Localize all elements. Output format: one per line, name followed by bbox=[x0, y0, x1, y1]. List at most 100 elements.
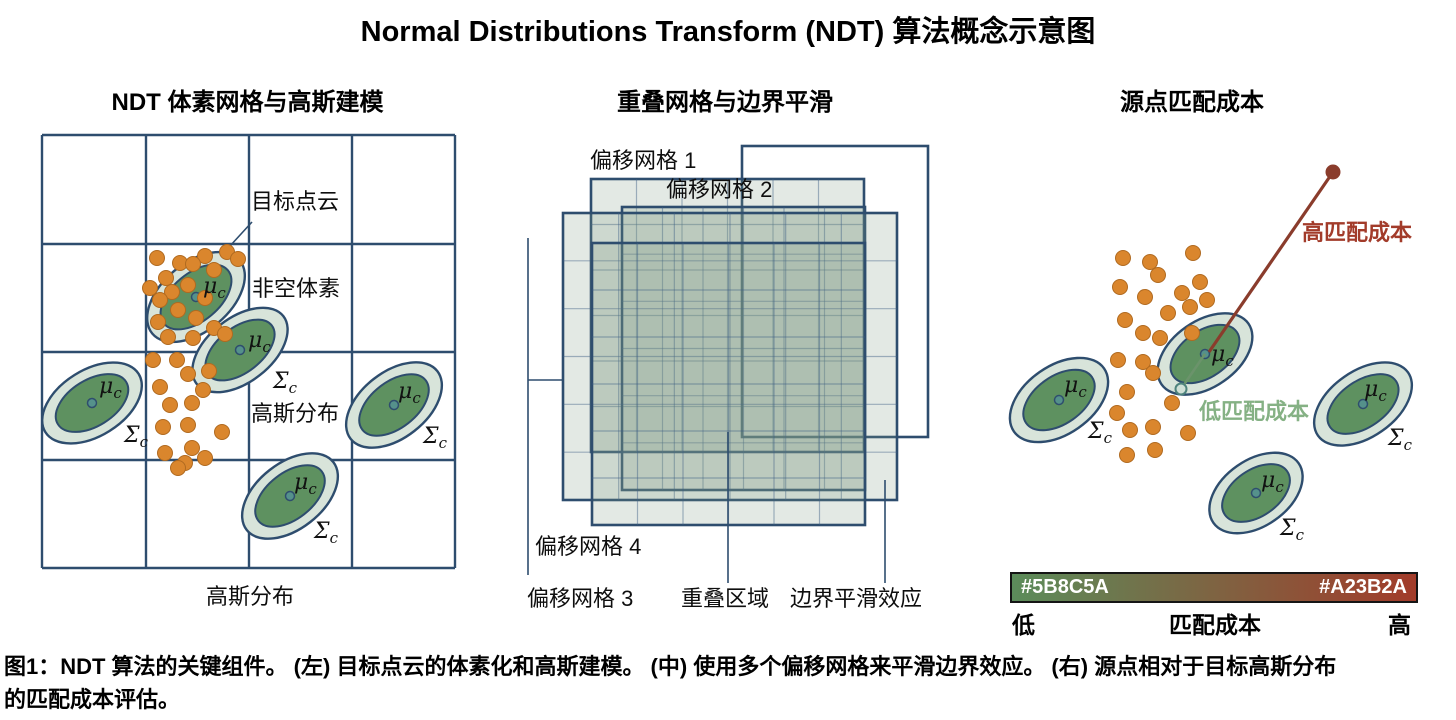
gaussian-ellipse bbox=[240, 452, 340, 540]
offset-grid-extra bbox=[620, 205, 867, 492]
gradient-hex-high: #A23B2A bbox=[1319, 576, 1407, 598]
target-point bbox=[1180, 425, 1196, 441]
offset-grid-3 bbox=[561, 211, 899, 502]
target-point bbox=[160, 329, 176, 345]
target-point bbox=[230, 251, 246, 267]
target-point bbox=[1160, 305, 1176, 321]
gaussian-ellipse bbox=[344, 361, 444, 449]
right-panel-title: 源点匹配成本 bbox=[1120, 89, 1264, 116]
target-point bbox=[169, 352, 185, 368]
target-point bbox=[214, 424, 230, 440]
mean-dot bbox=[284, 490, 296, 502]
gaussian-ellipse bbox=[1312, 361, 1414, 447]
target-point bbox=[180, 417, 196, 433]
target-point bbox=[1192, 274, 1208, 290]
mu-label: μc bbox=[203, 274, 226, 302]
source-point-high bbox=[1325, 164, 1341, 180]
target-point bbox=[1164, 395, 1180, 411]
target-point bbox=[206, 262, 222, 278]
mean-dot bbox=[1357, 398, 1369, 410]
nonempty-voxel-label: 非空体素 bbox=[252, 276, 341, 301]
mu-label: μc bbox=[1261, 468, 1284, 496]
low-cost-label: 低匹配成本 bbox=[1199, 399, 1310, 424]
target-point bbox=[170, 460, 186, 476]
target-point bbox=[180, 277, 196, 293]
mean-dot bbox=[1053, 394, 1065, 406]
gaussian-ellipse bbox=[1008, 356, 1110, 444]
target-cloud-callout bbox=[229, 221, 253, 247]
target-point bbox=[1112, 279, 1128, 295]
gaussian-dist-bottom-label: 高斯分布 bbox=[205, 584, 294, 609]
sigma-label: Σc bbox=[1388, 426, 1412, 454]
target-point bbox=[1142, 254, 1158, 270]
offset-grid-2-label: 偏移网格 2 bbox=[666, 177, 773, 202]
target-point bbox=[157, 445, 173, 461]
mu-label: μc bbox=[248, 328, 271, 356]
target-point bbox=[1145, 419, 1161, 435]
left-panel-title: NDT 体素网格与高斯建模 bbox=[111, 89, 384, 116]
target-point bbox=[1137, 289, 1153, 305]
target-point bbox=[1152, 330, 1168, 346]
sigma-label: Σc bbox=[124, 423, 148, 451]
target-point bbox=[158, 270, 174, 286]
target-point bbox=[1110, 352, 1126, 368]
target-point bbox=[195, 382, 211, 398]
figure-caption-line1: 图1：NDT 算法的关键组件。 (左) 目标点云的体素化和高斯建模。 (中) 使… bbox=[4, 654, 1337, 679]
target-cloud-label: 目标点云 bbox=[251, 189, 340, 214]
target-point bbox=[1109, 405, 1125, 421]
gaussian-ellipse bbox=[1208, 451, 1304, 535]
target-point bbox=[197, 450, 213, 466]
offset-grid-4-label: 偏移网格 4 bbox=[535, 534, 642, 559]
target-point bbox=[164, 284, 180, 300]
offset-grid-1 bbox=[740, 144, 930, 439]
target-point bbox=[1135, 325, 1151, 341]
match-line-low bbox=[1179, 353, 1207, 390]
target-point bbox=[217, 326, 233, 342]
sigma-label: Σc bbox=[1280, 516, 1304, 544]
offset-grid-2 bbox=[589, 177, 866, 454]
target-point bbox=[145, 352, 161, 368]
mu-label: μc bbox=[1211, 342, 1234, 370]
target-point bbox=[155, 419, 171, 435]
target-point bbox=[142, 280, 158, 296]
target-point bbox=[1119, 384, 1135, 400]
sigma-label: Σc bbox=[1088, 419, 1112, 447]
target-point bbox=[150, 314, 166, 330]
target-point bbox=[152, 292, 168, 308]
target-point bbox=[1182, 299, 1198, 315]
target-point bbox=[170, 302, 186, 318]
target-point bbox=[1184, 325, 1200, 341]
offset-grid-3-label: 偏移网格 3 bbox=[527, 586, 634, 611]
target-point bbox=[162, 397, 178, 413]
cost-gradient-bar: #5B8C5A #A23B2A bbox=[1010, 572, 1418, 603]
target-point bbox=[1117, 312, 1133, 328]
target-point bbox=[197, 290, 213, 306]
target-point bbox=[180, 366, 196, 382]
mean-dot bbox=[86, 397, 98, 409]
target-point bbox=[1119, 447, 1135, 463]
gaussian-dist-label: 高斯分布 bbox=[251, 401, 340, 426]
target-point bbox=[1122, 422, 1138, 438]
target-point bbox=[185, 330, 201, 346]
match-line-high bbox=[1207, 171, 1335, 353]
cost-axis-title: 匹配成本 bbox=[1169, 612, 1261, 638]
main-title: Normal Distributions Transform (NDT) 算法概… bbox=[360, 16, 1096, 48]
target-point bbox=[184, 440, 200, 456]
target-point bbox=[1135, 354, 1151, 370]
mu-label: μc bbox=[398, 379, 421, 407]
target-point bbox=[1185, 245, 1201, 261]
overlap-region-label: 重叠区域 bbox=[681, 586, 770, 611]
gradient-hex-low: #5B8C5A bbox=[1021, 576, 1109, 598]
target-point bbox=[201, 363, 217, 379]
target-point bbox=[185, 256, 201, 272]
target-point bbox=[1115, 250, 1131, 266]
sigma-label: Σc bbox=[314, 519, 338, 547]
cost-axis-low-label: 低 bbox=[1012, 612, 1035, 638]
target-point bbox=[149, 250, 165, 266]
middle-panel-title: 重叠网格与边界平滑 bbox=[617, 89, 833, 116]
mu-label: μc bbox=[1364, 377, 1387, 405]
source-point-low bbox=[1174, 382, 1188, 396]
